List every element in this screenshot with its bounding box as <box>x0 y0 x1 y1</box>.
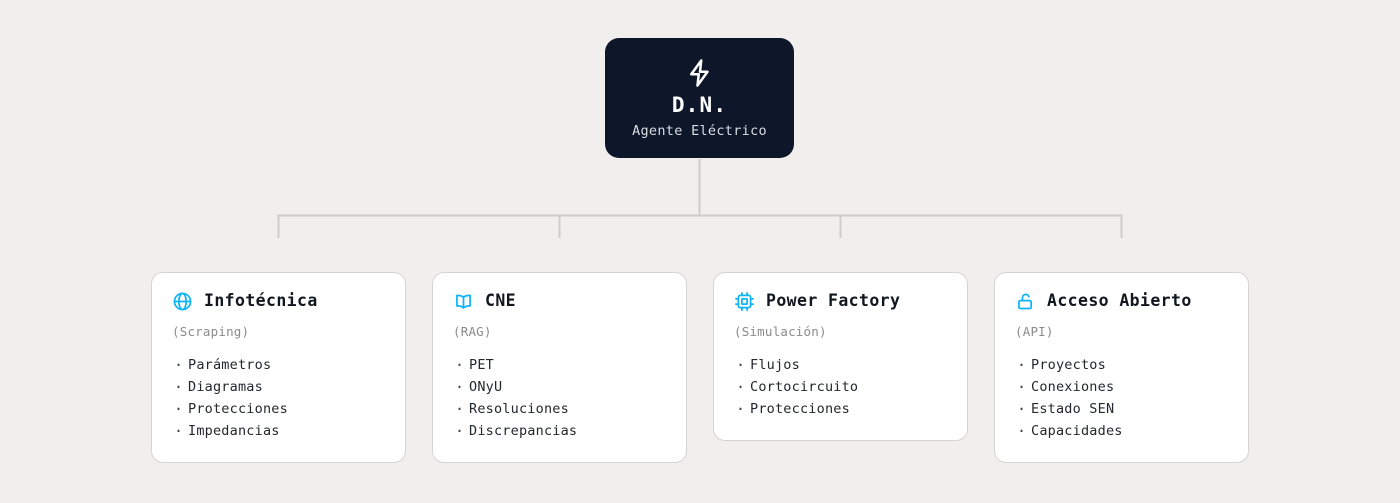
card-item-list: PET ONyU Resoluciones Discrepancias <box>453 354 666 442</box>
card-header: Acceso Abierto <box>1015 291 1228 312</box>
card-subtitle: (RAG) <box>453 324 492 339</box>
card-title: Power Factory <box>766 291 901 311</box>
list-item: Capacidades <box>1015 420 1228 442</box>
card-subtitle: (API) <box>1015 324 1054 339</box>
card-title: Acceso Abierto <box>1047 291 1192 311</box>
list-item: Parámetros <box>172 354 385 376</box>
root-node-agent[interactable]: D.N. Agente Eléctrico <box>605 38 794 158</box>
list-item: Discrepancias <box>453 420 666 442</box>
book-icon <box>453 291 474 312</box>
unlocked-padlock-icon <box>1015 291 1036 312</box>
card-subtitle: (Scraping) <box>172 324 250 339</box>
card-power-factory[interactable]: Power Factory (Simulación) Flujos Cortoc… <box>713 272 968 441</box>
list-item: PET <box>453 354 666 376</box>
card-cne[interactable]: CNE (RAG) PET ONyU Resoluciones Discrepa… <box>432 272 687 463</box>
list-item: ONyU <box>453 376 666 398</box>
root-title: D.N. <box>671 92 728 117</box>
list-item: Flujos <box>734 354 947 376</box>
card-header: Infotécnica <box>172 291 385 312</box>
list-item: Protecciones <box>172 398 385 420</box>
card-title: Infotécnica <box>204 291 318 311</box>
cpu-chip-icon <box>734 291 755 312</box>
card-header: CNE <box>453 291 666 312</box>
list-item: Conexiones <box>1015 376 1228 398</box>
card-item-list: Proyectos Conexiones Estado SEN Capacida… <box>1015 354 1228 442</box>
list-item: Impedancias <box>172 420 385 442</box>
list-item: Resoluciones <box>453 398 666 420</box>
lightning-bolt-icon <box>685 58 715 88</box>
globe-icon <box>172 291 193 312</box>
card-title: CNE <box>485 291 517 311</box>
card-acceso-abierto[interactable]: Acceso Abierto (API) Proyectos Conexione… <box>994 272 1249 463</box>
card-header: Power Factory <box>734 291 947 312</box>
card-subtitle: (Simulación) <box>734 324 827 339</box>
card-item-list: Parámetros Diagramas Protecciones Impeda… <box>172 354 385 442</box>
list-item: Diagramas <box>172 376 385 398</box>
list-item: Cortocircuito <box>734 376 947 398</box>
list-item: Proyectos <box>1015 354 1228 376</box>
root-subtitle: Agente Eléctrico <box>632 122 767 139</box>
card-item-list: Flujos Cortocircuito Protecciones <box>734 354 947 420</box>
list-item: Estado SEN <box>1015 398 1228 420</box>
card-infotecnica[interactable]: Infotécnica (Scraping) Parámetros Diagra… <box>151 272 406 463</box>
list-item: Protecciones <box>734 398 947 420</box>
